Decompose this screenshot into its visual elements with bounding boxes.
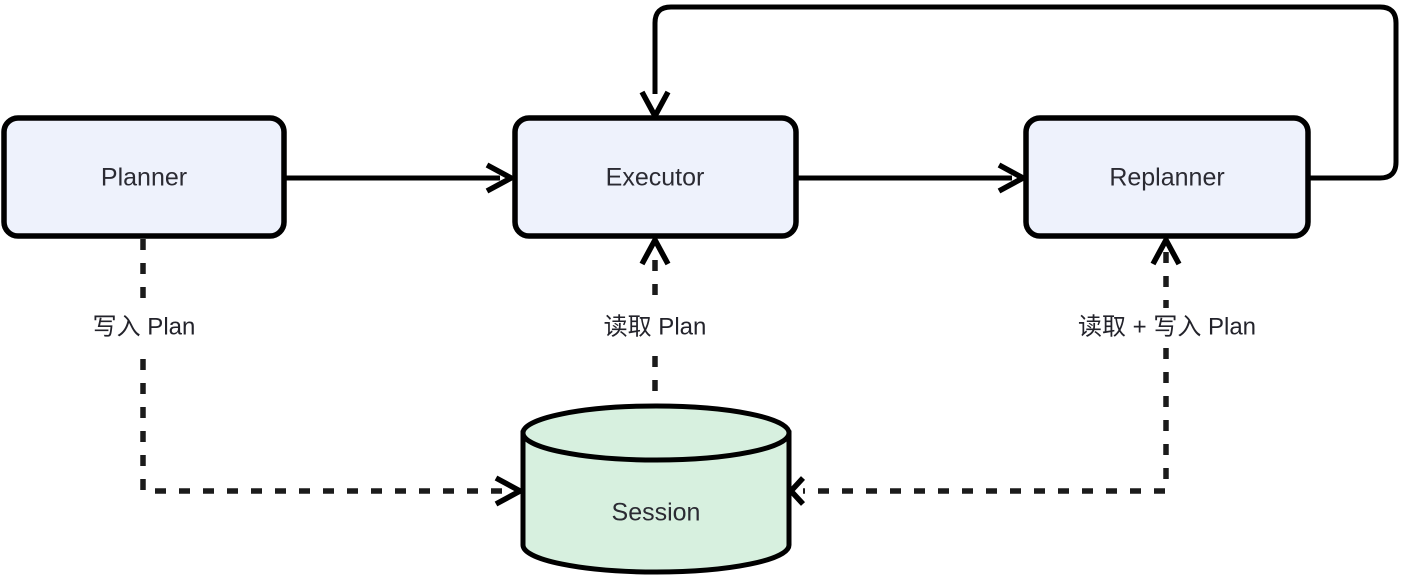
node-executor-label: Executor	[606, 164, 705, 192]
edge-label-read-write-plan-text: 读取 + 写入 Plan	[1078, 313, 1256, 340]
edge-executor-to-replanner	[798, 162, 1029, 194]
edge-label-read-plan-text: 读取 Plan	[604, 313, 707, 340]
edge-label-read-write-plan: 读取 + 写入 Plan	[1056, 308, 1278, 346]
edge-session-to-replanner	[787, 234, 1182, 506]
node-replanner-label: Replanner	[1109, 164, 1224, 192]
edge-label-write-plan: 写入 Plan	[70, 308, 218, 346]
node-session[interactable]: Session	[520, 403, 792, 575]
edge-planner-to-executor	[286, 162, 517, 194]
node-replanner[interactable]: Replanner	[1023, 115, 1311, 239]
node-planner[interactable]: Planner	[1, 115, 287, 239]
edge-label-write-plan-text: 写入 Plan	[93, 313, 196, 340]
node-executor[interactable]: Executor	[512, 115, 799, 239]
edge-label-read-plan: 读取 Plan	[581, 308, 729, 346]
edge-planner-to-session	[140, 239, 526, 507]
node-session-label: Session	[612, 499, 701, 527]
node-planner-label: Planner	[101, 164, 187, 192]
